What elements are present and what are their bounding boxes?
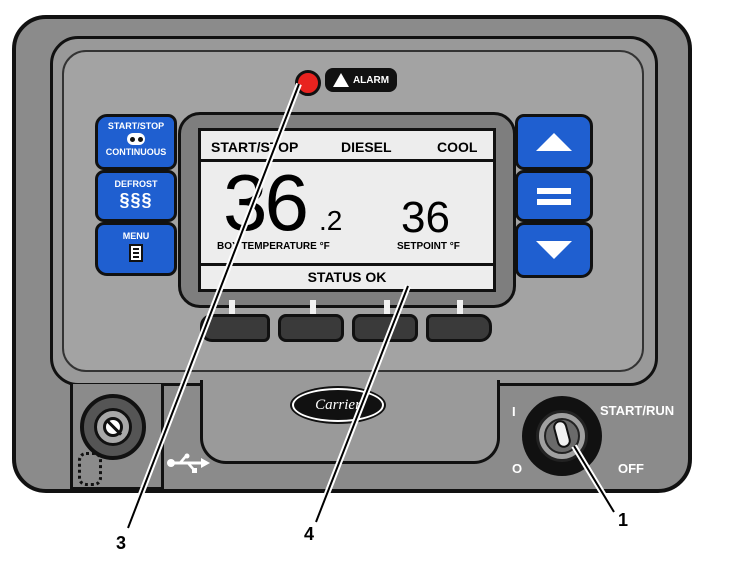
lcd-divider-bottom xyxy=(201,263,493,266)
continuous-icon xyxy=(127,133,145,145)
menu-button[interactable]: MENU xyxy=(95,222,177,276)
menu-icon xyxy=(129,244,143,262)
usb-cap-chain xyxy=(78,452,102,486)
callout-3: 3 xyxy=(116,533,127,553)
defrost-label: DEFROST xyxy=(114,179,158,189)
lcd-header-power: DIESEL xyxy=(341,139,392,155)
up-button[interactable] xyxy=(515,114,593,170)
box-temperature-label: BOX TEMPERATURE °F xyxy=(217,241,330,252)
enter-button[interactable] xyxy=(515,170,593,222)
soft-key-indicator-4 xyxy=(457,300,463,314)
switch-on-label: START/RUN xyxy=(600,403,675,418)
usb-cap[interactable] xyxy=(80,394,146,460)
soft-key-indicator-1 xyxy=(229,300,235,314)
switch-off-mark: O xyxy=(512,461,523,476)
lcd-header-state: COOL xyxy=(437,139,478,155)
usb-icon xyxy=(167,453,210,473)
switch-off-label: OFF xyxy=(618,461,644,476)
arrow-up-icon xyxy=(536,133,572,151)
callout-1: 1 xyxy=(618,510,629,530)
switch-on-mark: I xyxy=(512,404,516,419)
continuous-label: CONTINUOUS xyxy=(105,147,167,157)
arrow-down-icon xyxy=(536,241,572,259)
key-switch[interactable] xyxy=(522,396,602,476)
down-button[interactable] xyxy=(515,222,593,278)
status-text: STATUS OK xyxy=(307,269,387,285)
soft-key-indicator-3 xyxy=(384,300,390,314)
lcd-screen: START/STOP DIESEL COOL 36 .2 36 BOX TEMP… xyxy=(198,128,496,292)
warning-icon xyxy=(332,73,349,87)
setpoint-label: SETPOINT °F xyxy=(397,241,460,252)
equals-icon xyxy=(537,187,571,194)
menu-label: MENU xyxy=(122,231,150,241)
defrost-button[interactable]: DEFROST §§§ xyxy=(95,170,177,222)
start-stop-label: START/STOP xyxy=(107,121,165,131)
callout-4: 4 xyxy=(304,524,315,544)
equals-icon-lower xyxy=(537,198,571,205)
screw-icon xyxy=(103,417,123,437)
alarm-led xyxy=(295,70,321,96)
lower-bezel xyxy=(200,380,500,464)
alarm-label: ALARM xyxy=(352,74,390,86)
alarm-badge: ALARM xyxy=(325,68,397,92)
soft-key-4[interactable] xyxy=(426,314,492,342)
start-stop-button[interactable]: START/STOP CONTINUOUS xyxy=(95,114,177,170)
lcd-divider-top xyxy=(201,159,493,162)
defrost-icon: §§§ xyxy=(119,190,153,210)
soft-key-indicator-2 xyxy=(310,300,316,314)
setpoint-value: 36 xyxy=(401,193,450,242)
brand-text: Carrier xyxy=(315,396,361,413)
soft-key-2[interactable] xyxy=(278,314,344,342)
box-temperature-decimal: .2 xyxy=(319,205,343,236)
